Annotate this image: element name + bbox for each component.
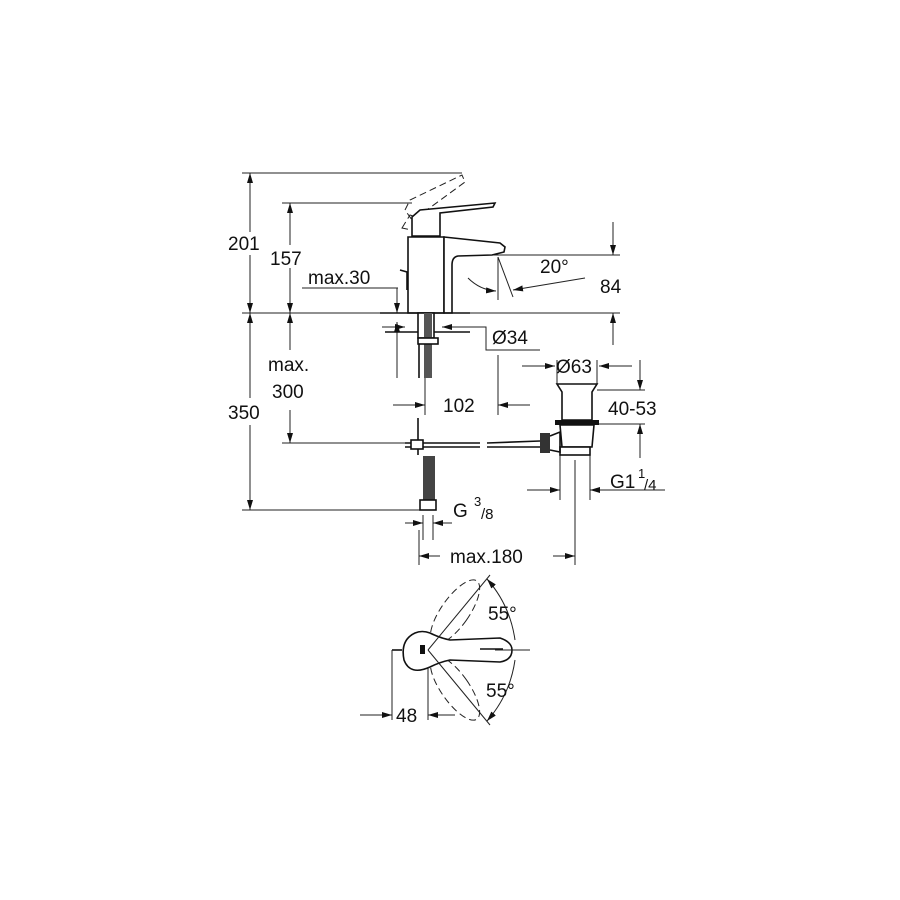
label-350: 350: [228, 403, 260, 424]
dimension-102: 102: [393, 355, 530, 417]
pop-up-waste: [540, 383, 599, 456]
faucet-plan-view: 48 55° 55°: [360, 574, 530, 727]
supply-and-rod: [405, 418, 541, 511]
dimension-157: 157: [270, 203, 302, 313]
label-g38-num: 3: [474, 494, 481, 509]
label-157: 157: [270, 249, 302, 270]
dimension-g38: G 3 /8: [405, 494, 494, 540]
label-300: 300: [272, 382, 304, 403]
label-201: 201: [228, 234, 260, 255]
label-g114-main: G1: [610, 472, 635, 493]
dimension-max30: max.30: [302, 268, 400, 378]
dimension-max300: max. 300: [268, 313, 309, 443]
label-40-53: 40-53: [608, 399, 657, 420]
label-max180: max.180: [450, 547, 523, 568]
dimension-g114: G1 1 /4: [527, 455, 665, 500]
faucet-side-view: [380, 174, 506, 378]
label-55deg-down: 55°: [486, 681, 515, 702]
label-55deg-up: 55°: [488, 604, 517, 625]
dimension-84: 84: [600, 222, 622, 345]
dimension-d63: Ø63: [522, 357, 632, 385]
label-20deg: 20°: [540, 257, 569, 278]
dimension-d34: Ø34: [382, 324, 540, 351]
dimension-201: 201: [228, 173, 260, 313]
dimension-20deg: 20°: [467, 256, 586, 300]
dimension-max180: max.180: [418, 460, 576, 568]
dimension-350: 350: [228, 313, 260, 510]
label-102: 102: [443, 396, 475, 417]
label-d63: Ø63: [556, 357, 592, 378]
label-g38-main: G: [453, 501, 468, 522]
dimension-40-53: 40-53: [597, 360, 657, 458]
label-max30: max.30: [308, 268, 370, 289]
label-max: max.: [268, 355, 309, 376]
label-g114-den: /4: [644, 477, 657, 494]
label-48: 48: [396, 706, 417, 727]
label-g114-num: 1: [638, 466, 645, 481]
label-d34: Ø34: [492, 328, 528, 349]
label-g38-den: /8: [481, 506, 494, 523]
label-84: 84: [600, 277, 622, 298]
